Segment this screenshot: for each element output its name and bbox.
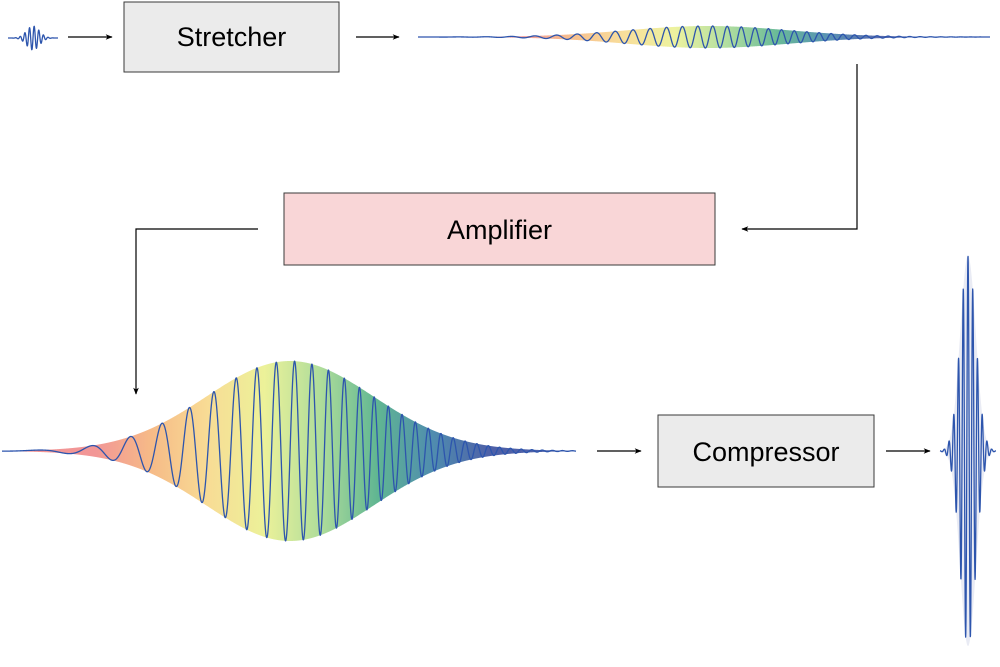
amplifier-label: Amplifier [447,215,552,245]
compressor-box [657,414,875,488]
arrow-stretched-to-amplifier [741,64,858,232]
stretched-pulse-wave [417,25,991,49]
input-pulse [7,25,59,51]
amplified-pulse-envelope [2,361,576,541]
stretcher-stage: Stretcher [123,1,340,73]
amplified-pulse [1,360,577,542]
amplified-pulse-wave [1,360,577,542]
amplifier-stage: Amplifier [283,192,716,266]
compressed-pulse-envelope [940,256,996,646]
stretcher-box [123,1,340,73]
stretched-pulse-envelope [418,26,990,48]
compressor-label: Compressor [692,437,839,467]
arrow-amplifier-to-amplified [133,228,258,395]
compressed-pulse-wave [939,255,997,638]
amplifier-box [283,192,716,266]
stretched-pulse [417,25,991,49]
compressed-pulse [939,255,997,646]
input-pulse-wave [7,25,59,51]
compressor-stage: Compressor [657,414,875,488]
stretcher-label: Stretcher [177,22,287,52]
